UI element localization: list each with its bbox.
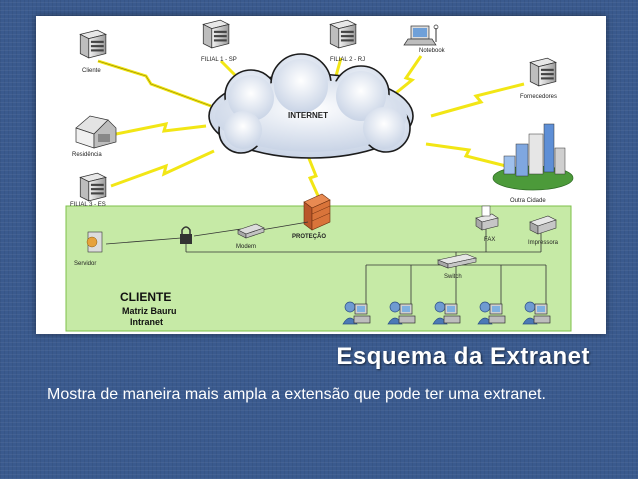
extranet-diagram: INTERNET Cliente FILIAL 1 - SP FILIAL 2 …	[65, 19, 574, 332]
firewall-icon	[303, 193, 331, 231]
fornecedores-label: Fornecedores	[520, 94, 557, 100]
fax-label: FAX	[484, 237, 495, 243]
city-icon	[492, 123, 574, 191]
lan-cabling	[105, 221, 547, 306]
filial3-label: FILIAL 3 - ES	[70, 202, 106, 208]
client-box-line1: Matriz Bauru	[122, 306, 177, 316]
printer-icon	[529, 215, 557, 235]
switch-label: Switch	[444, 274, 462, 280]
residencia-label: Residência	[72, 152, 102, 158]
notebook-label: Notebook	[419, 48, 446, 54]
notebook-icon	[403, 24, 439, 46]
modem-label: Modem	[236, 244, 256, 250]
impressora-label: Impressora	[528, 240, 559, 246]
cliente-server-icon	[79, 29, 107, 59]
firewall-label: PROTEÇÃO	[292, 233, 326, 240]
slide-title: Esquema da Extranet	[336, 343, 590, 370]
filial1-server-icon	[202, 19, 230, 49]
servidor-icon	[86, 231, 103, 253]
filial3-server-icon	[79, 172, 107, 202]
outra-cidade-label: Outra Cidade	[510, 198, 546, 204]
diagram-frame: INTERNET Cliente FILIAL 1 - SP FILIAL 2 …	[36, 16, 606, 334]
servidor-label: Servidor	[74, 261, 96, 267]
modem-icon	[237, 223, 265, 239]
cliente-label: Cliente	[82, 68, 101, 74]
fax-icon	[475, 205, 499, 231]
slide-body-text: Mostra de maneira mais ampla a extensão …	[47, 386, 546, 403]
switch-icon	[436, 253, 478, 269]
filial2-label: FILIAL 2 - RJ	[330, 57, 365, 63]
filial2-server-icon	[329, 19, 357, 49]
lock-icon	[180, 226, 192, 244]
client-box-line2: Intranet	[130, 317, 163, 327]
client-box-title: CLIENTE	[120, 290, 171, 304]
wan-links	[97, 55, 525, 199]
fornecedores-server-icon	[529, 57, 557, 87]
house-icon	[75, 115, 117, 149]
internet-cloud: INTERNET	[208, 53, 414, 159]
filial1-label: FILIAL 1 - SP	[201, 57, 237, 63]
internet-label: INTERNET	[288, 111, 328, 120]
